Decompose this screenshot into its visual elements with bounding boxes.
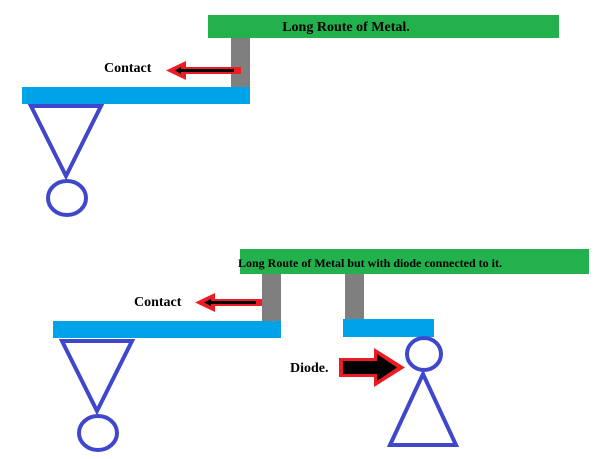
diode-label: Diode. xyxy=(290,361,329,376)
top-contact-arrow xyxy=(166,61,241,80)
top-poly-gate xyxy=(22,87,250,104)
top-contact-via xyxy=(231,38,250,88)
bottom-poly-gate-right xyxy=(343,319,434,337)
bottom-poly-gate-left xyxy=(53,321,281,338)
top-contact-label: Contact xyxy=(104,61,152,76)
top-metal-label: Long Route of Metal. xyxy=(282,20,410,35)
bottom-metal-label: Long Route of Metal but with diode conne… xyxy=(238,256,502,270)
top-transistor-symbol xyxy=(27,104,105,217)
bottom-contact-label: Contact xyxy=(134,295,182,310)
top-diagram: Long Route of Metal. Contact xyxy=(22,15,559,217)
bottom-diagram: Long Route of Metal but with diode conne… xyxy=(53,249,589,452)
bottom-contact-arrow xyxy=(195,293,262,312)
bottom-metal-bar xyxy=(240,249,589,274)
bottom-transistor-symbol xyxy=(58,339,136,452)
bottom-contact-via-right xyxy=(345,274,364,320)
bottom-contact-via-left xyxy=(262,274,281,322)
diode-symbol xyxy=(386,336,460,447)
top-metal-bar xyxy=(208,15,559,38)
diode-arrow xyxy=(339,348,405,387)
